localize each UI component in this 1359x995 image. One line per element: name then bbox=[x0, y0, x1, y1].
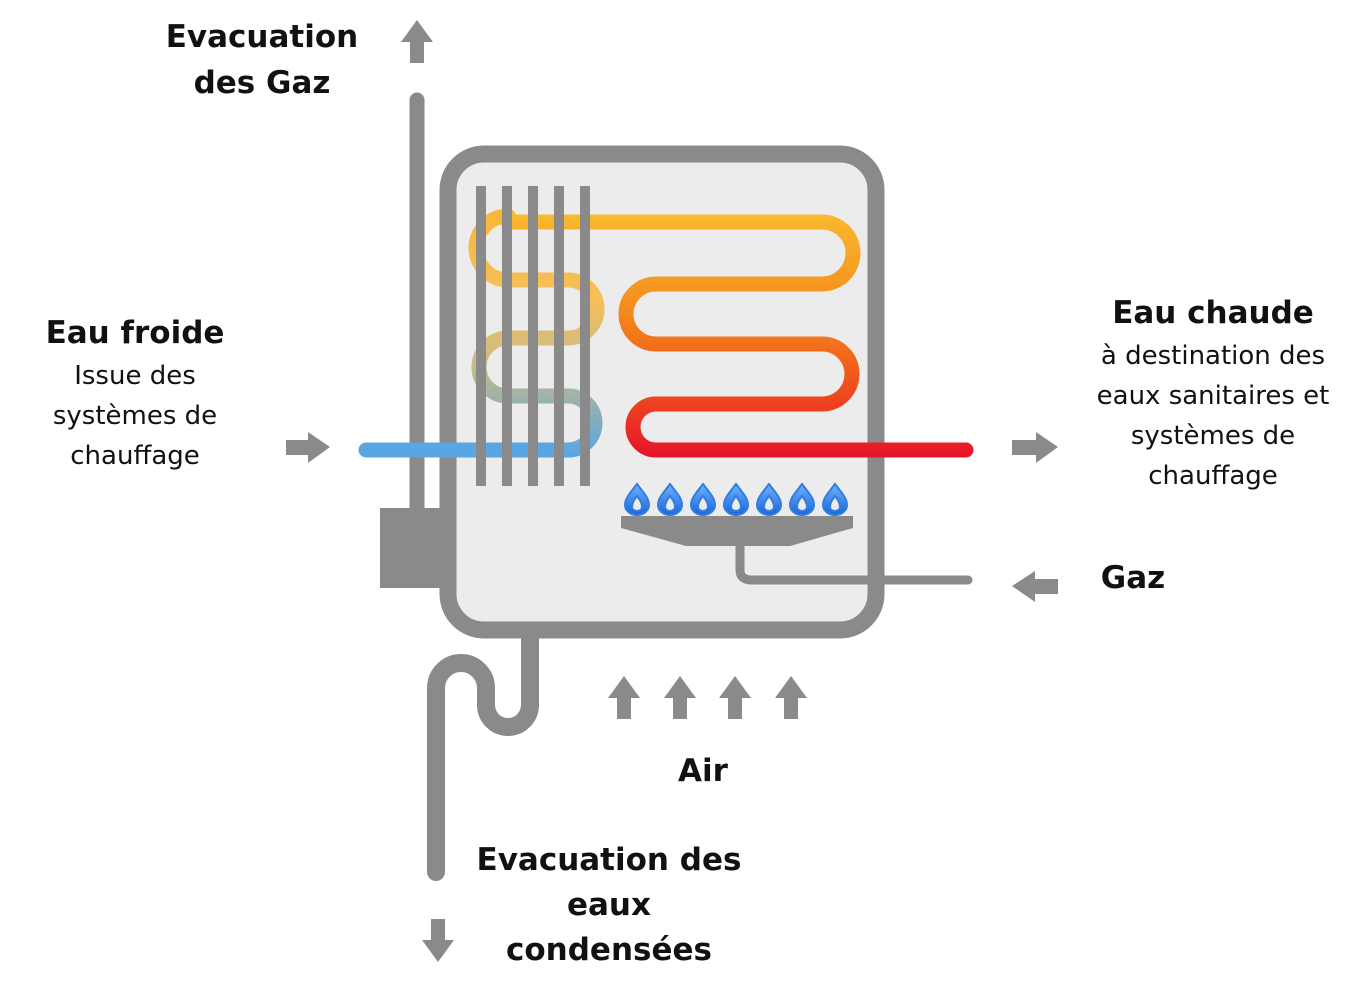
cold-water-label: Eau froide Issue des systèmes de chauffa… bbox=[25, 310, 245, 476]
air-arrow-icon bbox=[719, 676, 751, 719]
gas-title: Gaz bbox=[1100, 560, 1166, 596]
hot-water-coil bbox=[500, 214, 974, 458]
gas-exhaust-line1: Evacuation bbox=[165, 19, 359, 55]
flame-icon bbox=[623, 482, 651, 516]
flame-icon bbox=[788, 482, 816, 516]
gas-exhaust-line2: des Gaz bbox=[193, 65, 331, 101]
flame-icon bbox=[722, 482, 750, 516]
hot-water-label: Eau chaude à destination des eaux sanita… bbox=[1078, 290, 1348, 496]
air-arrows bbox=[608, 676, 807, 719]
arrow-down-icon bbox=[422, 919, 454, 962]
arrow-right-icon bbox=[1012, 432, 1058, 463]
cold-water-line: systèmes de bbox=[52, 401, 218, 431]
flame-icon bbox=[689, 482, 717, 516]
flame-icon bbox=[755, 482, 783, 516]
hot-water-line: à destination des bbox=[1100, 341, 1326, 371]
arrow-up-icon bbox=[401, 20, 433, 63]
air-arrow-icon bbox=[664, 676, 696, 719]
hot-water-title: Eau chaude bbox=[1112, 295, 1314, 331]
air-title: Air bbox=[678, 753, 728, 789]
flame-icon bbox=[656, 482, 684, 516]
cold-water-line: chauffage bbox=[70, 441, 200, 471]
air-arrow-icon bbox=[775, 676, 807, 719]
burner-flames bbox=[623, 482, 849, 516]
burner bbox=[621, 516, 973, 585]
condensate-line: condensées bbox=[506, 932, 712, 968]
flame-icon bbox=[821, 482, 849, 516]
arrow-right-icon bbox=[286, 432, 330, 463]
condensate-line: eaux bbox=[566, 887, 651, 923]
condensate-line: Evacuation des bbox=[476, 842, 742, 878]
hot-water-line: eaux sanitaires et bbox=[1096, 381, 1330, 411]
air-label: Air bbox=[660, 748, 746, 794]
hot-water-line: systèmes de bbox=[1130, 421, 1296, 451]
hot-water-line: chauffage bbox=[1148, 461, 1278, 491]
condensate-label: Evacuation des eaux condensées bbox=[470, 838, 748, 973]
gas-exhaust-label: Evacuation des Gaz bbox=[150, 14, 374, 106]
cold-water-line: Issue des bbox=[74, 361, 196, 391]
exchanger-fins bbox=[476, 186, 590, 486]
cold-water-title: Eau froide bbox=[45, 315, 225, 351]
arrow-left-icon bbox=[1012, 571, 1058, 602]
condensate-siphon bbox=[427, 626, 539, 881]
air-arrow-icon bbox=[608, 676, 640, 719]
gas-label: Gaz bbox=[1090, 555, 1176, 601]
